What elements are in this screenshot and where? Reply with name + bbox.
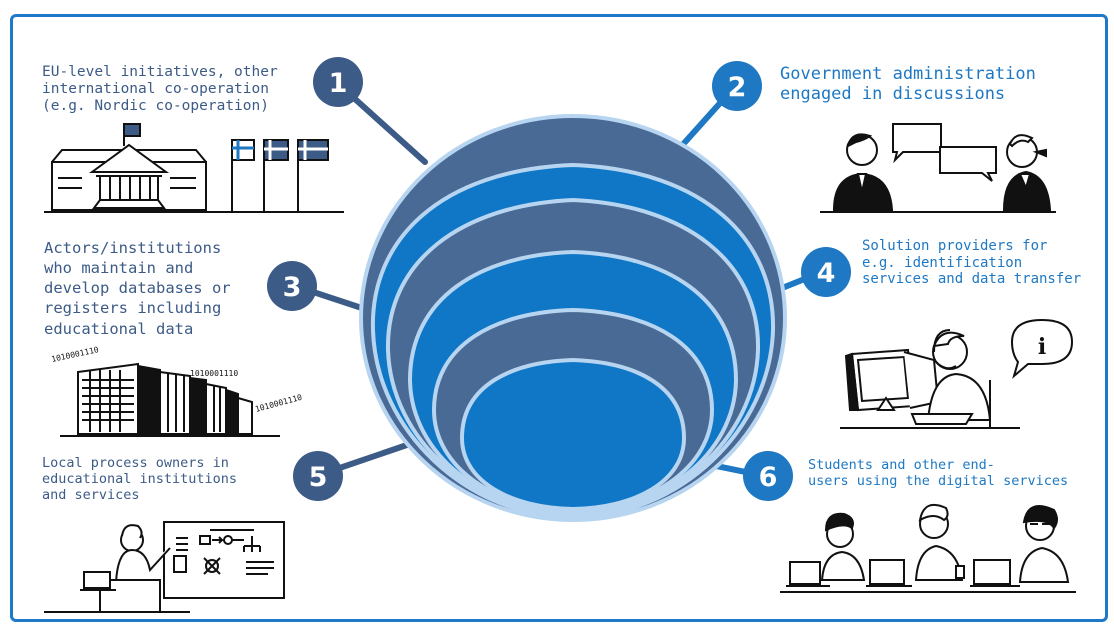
government-building-with-flags-icon [44,123,344,213]
label-3-line-3: develop databases or [44,279,231,298]
diagram-frame [10,14,1108,622]
badge-4: 4 [801,247,851,297]
two-officials-talking-icon [820,123,1056,213]
onion-layers [359,114,787,522]
label-5: Local process owners in educational inst… [42,455,238,504]
binary-stream-right: 1010001110 [254,393,303,414]
label-3-line-2: who maintain and [44,259,194,278]
binary-stream-top: 1010001110 [190,369,238,378]
label-1-line-3: (e.g. Nordic co-operation) [42,98,269,115]
badge-5: 5 [293,451,343,501]
label-1-line-2: international co-operation [42,81,269,98]
label-6-line-2: users using the digital services [808,472,1069,489]
presenter-process-board-icon [44,521,285,613]
label-4-line-1: Solution providers for [862,238,1048,254]
badge-number-2: 2 [728,72,747,103]
badge-number-4: 4 [817,258,836,289]
label-3-line-5: educational data [44,319,194,338]
data-servers-binary-icon: 1010001110 1010001110 1010001110 [51,345,303,437]
binary-stream-left: 1010001110 [51,345,100,364]
layer-6 [459,357,687,512]
support-agent-info-icon: i [840,318,1074,429]
badge-3: 3 [267,261,317,311]
label-3-line-4: registers including [44,299,222,318]
label-6: Students and other end- users using the … [808,457,1069,490]
label-2-line-2: engaged in discussions [780,84,1006,105]
label-3-line-1: Actors/institutions [44,239,222,257]
label-5-line-2: educational institutions [42,470,238,487]
badge-6: 6 [743,451,793,501]
badge-number-6: 6 [759,462,778,493]
label-2: Government administration engaged in dis… [780,64,1036,104]
label-1-line-1: EU-level initiatives, other [42,64,278,80]
label-4: Solution providers for e.g. identificati… [862,238,1081,288]
label-4-line-3: services and data transfer [862,271,1082,288]
label-1: EU-level initiatives, other internationa… [42,64,278,115]
info-symbol: i [1038,334,1046,360]
label-2-line-1: Government administration [780,64,1036,84]
badge-number-3: 3 [283,272,302,303]
label-3: Actors/institutions who maintain and dev… [44,238,231,339]
badge-1: 1 [313,57,363,107]
label-5-line-1: Local process owners in [42,455,229,471]
label-4-line-2: e.g. identification [862,254,1023,271]
badge-2: 2 [712,61,762,111]
label-6-line-1: Students and other end- [808,457,995,473]
students-with-laptops-icon [780,504,1076,593]
label-5-line-3: and services [42,486,140,503]
badge-number-5: 5 [309,462,328,493]
connector-1 [342,87,428,165]
badge-number-1: 1 [329,68,348,99]
